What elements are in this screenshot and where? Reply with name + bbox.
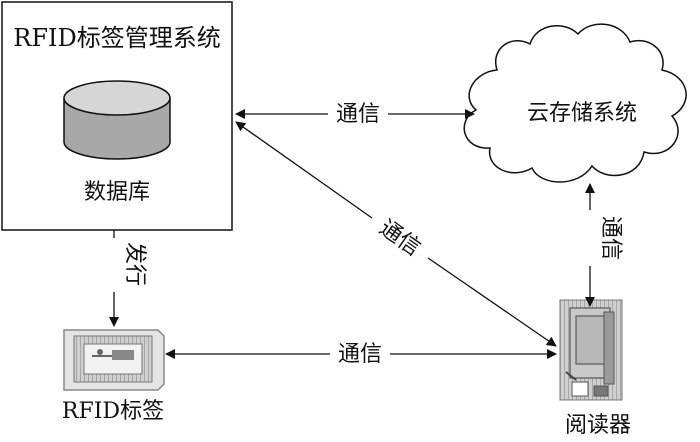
system-title: RFID标签管理系统 [13, 24, 220, 52]
rfid-tag-icon [63, 329, 165, 391]
database-icon [63, 80, 171, 160]
edge-tag-reader: 通信 [165, 342, 557, 367]
system-node: RFID标签管理系统 数据库 [1, 1, 233, 231]
edge-cloud-reader-label: 通信 [598, 216, 623, 260]
reader-label: 阅读器 [565, 413, 631, 438]
edge-system-tag-label: 发行 [122, 242, 147, 286]
edge-system-tag: 发行 [109, 230, 147, 327]
edge-system-reader-label: 通信 [375, 216, 425, 262]
edge-tag-reader-label: 通信 [338, 342, 382, 367]
rfid-tag-node: RFID标签 [62, 329, 165, 424]
reader-icon [559, 299, 623, 401]
cloud-node: 云存储系统 [463, 23, 687, 183]
cloud-label: 云存储系统 [527, 101, 637, 126]
cloud-shape [463, 23, 687, 183]
edge-cloud-reader: 通信 [585, 183, 623, 307]
database-label: 数据库 [84, 180, 150, 205]
edge-system-cloud-label: 通信 [336, 102, 380, 127]
edge-system-cloud: 通信 [235, 102, 475, 127]
rfid-tag-label: RFID标签 [62, 399, 164, 424]
reader-node: 阅读器 [559, 299, 631, 438]
